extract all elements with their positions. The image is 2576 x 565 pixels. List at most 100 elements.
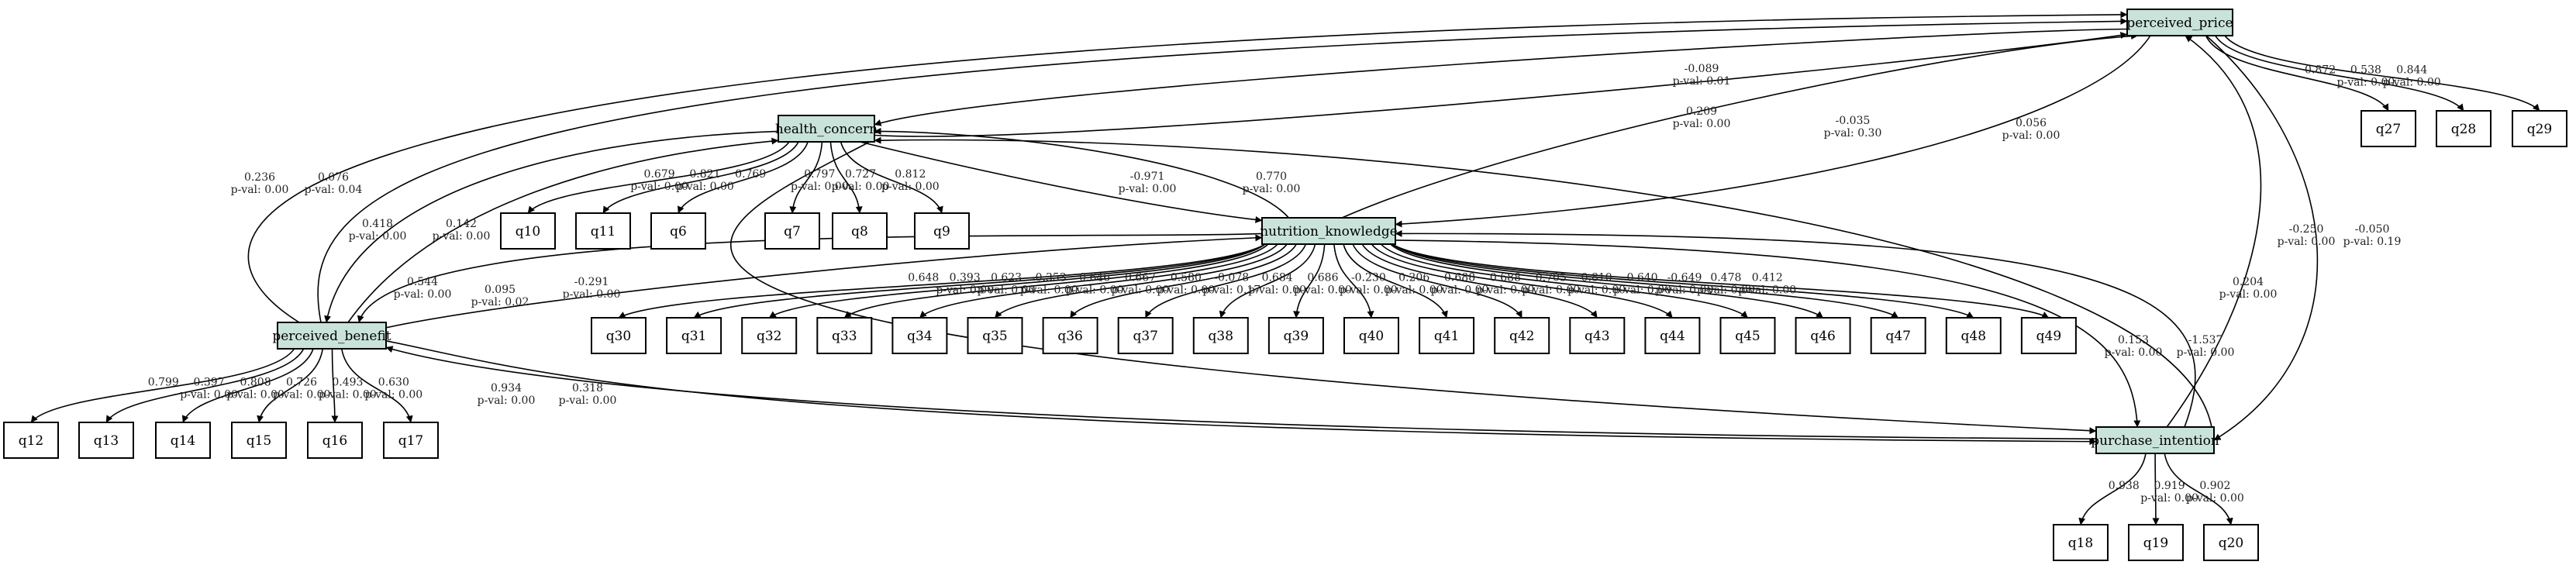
node-box xyxy=(575,212,631,250)
edge-pval-label: p-val: 0.00 xyxy=(1243,183,1301,195)
edge-perceived_price-to-health_concern xyxy=(874,28,2128,126)
edge-estimate-label: 0.770 xyxy=(1256,171,1287,183)
node-box xyxy=(277,322,387,350)
edge-health_concern-to-q10 xyxy=(527,141,790,214)
latent-node-perceived_benefit: perceived_benefit xyxy=(272,322,391,350)
node-box xyxy=(383,422,439,459)
latent-node-perceived_price: perceived_price xyxy=(2126,9,2233,36)
node-box xyxy=(650,212,706,250)
edge-estimate-label: -0.250 xyxy=(2289,223,2324,236)
edge-health_concern-to-q9 xyxy=(840,141,943,214)
edge-purchase_intention-to-nutrition_knowledge xyxy=(1395,229,2196,428)
node-box xyxy=(1042,317,1098,354)
edge-estimate-label: 0.872 xyxy=(2305,64,2336,77)
indicator-node-q30: q30 xyxy=(591,317,647,354)
edge-estimate-label: 0.919 xyxy=(2154,480,2185,492)
edge-perceived_benefit-to-q16 xyxy=(331,348,339,423)
edge-perceived_benefit-to-q14 xyxy=(181,348,314,423)
indicator-node-q32: q32 xyxy=(741,317,798,354)
edge-nutrition_knowledge-to-q32 xyxy=(768,243,1266,319)
node-box xyxy=(231,422,287,459)
edge-estimate-label: 0.142 xyxy=(446,218,477,230)
edge-estimate-label: -0.353 xyxy=(1032,272,1067,284)
node-label: purchase_intention xyxy=(2091,433,2219,449)
edge-pval-label: p-val: 0.00 xyxy=(1567,284,1626,297)
indicator-node-q7: q7 xyxy=(764,212,820,250)
edge-pval-label: p-val: 0.00 xyxy=(2002,129,2060,142)
edge-estimate-label: 0.412 xyxy=(1752,272,1783,284)
edge-nutrition_knowledge-to-q42 xyxy=(1352,243,1522,319)
edge-nutrition_knowledge-to-q38 xyxy=(1219,243,1316,319)
edge-nutrition_knowledge-to-q34 xyxy=(919,243,1278,319)
edge-nutrition_knowledge-to-q36 xyxy=(1069,243,1298,319)
node-label: q39 xyxy=(1284,329,1309,344)
node-label: q30 xyxy=(606,329,632,344)
node-box xyxy=(1261,217,1396,245)
edge-pval-label: p-val: 0.00 xyxy=(231,184,289,196)
edge-pval-label: p-val: 0.00 xyxy=(1294,284,1352,297)
edge-estimate-label: 0.493 xyxy=(332,377,363,389)
edge-estimate-label: -0.971 xyxy=(1130,171,1165,183)
latent-node-purchase_intention: purchase_intention xyxy=(2091,426,2219,454)
edge-pval-label: p-val: 0.00 xyxy=(394,288,452,301)
node-label: q34 xyxy=(907,329,933,344)
indicator-node-q45: q45 xyxy=(1719,317,1776,354)
node-box xyxy=(1569,317,1626,354)
node-label: q16 xyxy=(322,433,348,449)
node-box xyxy=(1419,317,1475,354)
node-box xyxy=(2128,524,2184,561)
node-box xyxy=(1343,317,1399,354)
edge-pval-label: p-val: 0.00 xyxy=(832,181,890,193)
node-label: q8 xyxy=(851,224,868,239)
node-label: nutrition_knowledge xyxy=(1260,224,1398,239)
edge-estimate-label: 0.580 xyxy=(1171,272,1202,284)
edge-health_concern-to-q11 xyxy=(602,141,799,214)
node-label: q28 xyxy=(2451,122,2477,137)
edge-nutrition_knowledge-to-q31 xyxy=(693,243,1266,319)
edge-nutrition_knowledge-to-q30 xyxy=(618,243,1266,319)
node-box xyxy=(816,317,873,354)
edge-purchase_intention-to-perceived_price xyxy=(2166,35,2262,428)
node-label: q45 xyxy=(1735,329,1760,344)
edge-pval-label: p-val: 0.00 xyxy=(1522,284,1580,297)
node-label: q41 xyxy=(1434,329,1460,344)
indicator-node-q16: q16 xyxy=(307,422,363,459)
node-label: q10 xyxy=(516,224,541,239)
node-box xyxy=(914,212,970,250)
edge-estimate-label: 0.769 xyxy=(735,168,766,181)
edge-perceived_price-to-purchase_intention xyxy=(2205,35,2319,441)
node-box xyxy=(1945,317,2002,354)
edge-estimate-label: 0.646 xyxy=(1079,272,1110,284)
edge-pval-label: p-val: 0.00 xyxy=(364,389,422,401)
node-label: q32 xyxy=(757,329,782,344)
node-box xyxy=(1719,317,1776,354)
edge-nutrition_knowledge-to-q45 xyxy=(1380,243,1749,319)
node-box xyxy=(2512,110,2567,147)
node-box xyxy=(1494,317,1550,354)
edge-pval-label: p-val: 0.00 xyxy=(1119,183,1177,195)
edge-estimate-label: -0.050 xyxy=(2355,223,2390,236)
edge-perceived_price-to-q28 xyxy=(2215,35,2464,112)
edge-estimate-label: 0.688 xyxy=(1444,272,1475,284)
indicator-node-q14: q14 xyxy=(155,422,211,459)
indicator-node-q36: q36 xyxy=(1042,317,1098,354)
indicator-node-q37: q37 xyxy=(1117,317,1174,354)
node-label: q11 xyxy=(591,224,616,239)
edge-estimate-label: 0.630 xyxy=(378,377,409,389)
node-label: q43 xyxy=(1585,329,1610,344)
indicator-node-q6: q6 xyxy=(650,212,706,250)
node-box xyxy=(78,422,134,459)
edge-health_concern-to-q8 xyxy=(829,141,863,214)
indicator-node-q27: q27 xyxy=(2360,110,2416,147)
edge-pval-label: p-val: 0.00 xyxy=(791,181,849,193)
edge-nutrition_knowledge-to-q35 xyxy=(994,243,1288,319)
edge-estimate-label: -0.089 xyxy=(1685,63,1719,75)
indicator-node-q19: q19 xyxy=(2128,524,2184,561)
edge-nutrition_knowledge-to-q48 xyxy=(1391,243,1974,319)
edge-estimate-label: 0.684 xyxy=(1262,272,1293,284)
indicator-node-q11: q11 xyxy=(575,212,631,250)
edge-estimate-label: 0.705 xyxy=(1536,272,1567,284)
edge-pval-label: p-val: 0.00 xyxy=(2219,288,2278,301)
edge-pval-label: p-val: 0.02 xyxy=(471,296,529,308)
